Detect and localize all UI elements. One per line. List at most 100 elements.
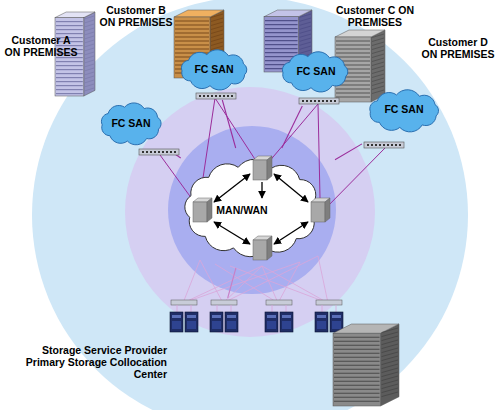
network-link xyxy=(274,174,308,202)
san-cloud xyxy=(181,50,246,90)
network-link xyxy=(335,144,362,160)
building-floor xyxy=(382,384,398,389)
node-label: Customer B ON PREMISES xyxy=(98,4,174,28)
storage-center: Storage Service Provider Primary Storage… xyxy=(25,298,400,408)
building-floor xyxy=(334,337,380,338)
building-floor xyxy=(336,92,370,93)
rack-panel xyxy=(267,321,276,329)
router-front xyxy=(311,202,325,222)
building-floor xyxy=(85,52,94,55)
switch-port xyxy=(211,95,213,97)
building-floor xyxy=(85,84,94,87)
fc-switch xyxy=(299,98,339,104)
node-label: Customer C ON PREMISES xyxy=(332,4,418,28)
building-floor xyxy=(85,32,94,35)
building-floor xyxy=(372,38,384,42)
building-floor xyxy=(382,392,398,397)
building-floor xyxy=(372,58,384,62)
building-floor xyxy=(85,28,94,31)
building-floor xyxy=(56,77,83,78)
building-floor xyxy=(382,388,398,393)
building-floor xyxy=(382,364,398,369)
building-floor xyxy=(334,401,380,402)
building-floor xyxy=(56,89,83,90)
building-floor xyxy=(382,348,398,353)
building-floor xyxy=(85,36,94,39)
building-floor xyxy=(85,60,94,63)
building-floor xyxy=(211,42,223,46)
customer-site: Customer A ON PREMISES xyxy=(3,8,98,98)
rack-panel xyxy=(172,321,181,329)
node-art xyxy=(275,50,357,106)
building-floor xyxy=(334,349,380,350)
fan-line xyxy=(223,256,318,303)
switch-port xyxy=(166,151,168,153)
building-side xyxy=(84,12,95,96)
fc-san-cloud: FC SAN xyxy=(275,50,357,106)
rack-panel xyxy=(187,315,196,318)
node-label: FC SAN xyxy=(186,63,242,75)
switch-port xyxy=(367,144,369,146)
storage-rack xyxy=(225,312,238,332)
building-floor xyxy=(300,46,311,49)
san-cloud xyxy=(101,103,161,145)
building-floor xyxy=(85,20,94,23)
rack-cable xyxy=(322,305,323,312)
building-floor xyxy=(300,18,311,21)
building-floor xyxy=(56,25,83,26)
building-floor xyxy=(334,389,380,390)
switch-port xyxy=(387,144,389,146)
building-floor xyxy=(265,28,298,29)
fan-line xyxy=(230,266,328,303)
building-floor xyxy=(372,42,384,46)
switch-port xyxy=(154,151,156,153)
building-floor xyxy=(382,360,398,365)
building-floor xyxy=(265,32,298,33)
building-floor xyxy=(336,88,370,89)
router-front xyxy=(193,202,207,222)
fan-line xyxy=(278,262,300,303)
building-floor xyxy=(334,345,380,346)
building-floor xyxy=(85,44,94,47)
building-floor xyxy=(56,61,83,62)
node-art xyxy=(362,88,447,150)
building-floor xyxy=(211,34,223,38)
building-floor xyxy=(85,16,94,19)
rack-panel xyxy=(332,321,341,329)
building-roof xyxy=(55,12,95,18)
fan-line xyxy=(223,266,262,303)
building-floor xyxy=(372,74,384,78)
building-floor xyxy=(175,28,209,29)
building-floor xyxy=(372,82,384,86)
rack-cable xyxy=(231,305,232,312)
building-floor xyxy=(300,14,311,17)
building-floor xyxy=(382,368,398,373)
rack-switch xyxy=(316,300,342,305)
building-floor xyxy=(334,365,380,366)
rack-panel xyxy=(282,315,291,318)
building-floor xyxy=(336,48,370,49)
building-floor xyxy=(85,24,94,27)
router-side xyxy=(325,198,330,222)
building-floor xyxy=(211,14,223,18)
rack-cable xyxy=(286,305,287,312)
building-floor xyxy=(265,44,298,45)
router-front xyxy=(253,160,267,180)
building-floor xyxy=(85,76,94,79)
fc-switch xyxy=(364,142,404,148)
building-floor xyxy=(382,332,398,337)
building-floor xyxy=(175,24,209,25)
switch-port xyxy=(391,144,393,146)
building-floor xyxy=(336,56,370,57)
switch-port xyxy=(223,95,225,97)
fan-line xyxy=(262,266,278,303)
node-label: FC SAN xyxy=(105,117,157,129)
building-floor xyxy=(372,34,384,38)
building-floor xyxy=(334,393,380,394)
rack-panel xyxy=(282,321,291,329)
node-label: Customer D ON PREMISES xyxy=(419,36,497,60)
switch-port xyxy=(227,95,229,97)
building-floor xyxy=(382,336,398,341)
building-roof xyxy=(333,324,399,333)
fan-line xyxy=(183,262,300,303)
